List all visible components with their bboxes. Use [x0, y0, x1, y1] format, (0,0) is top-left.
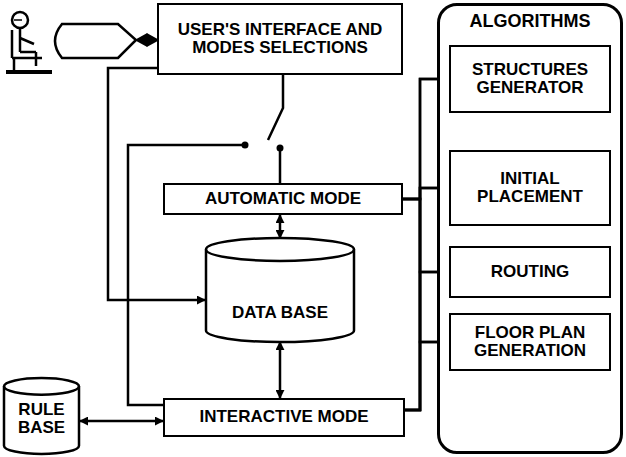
algorithm-box: STRUCTURES GENERATOR [449, 45, 611, 113]
switch-contacts [242, 142, 284, 152]
connector [279, 342, 282, 398]
connector [279, 215, 282, 238]
node-label: USER'S INTERFACE AND MODES SELECTIONS [159, 19, 401, 60]
node-label: ROUTING [485, 261, 575, 283]
node-label: ALGORITHMS [464, 6, 597, 33]
node-label: INTERACTIVE MODE [193, 406, 374, 428]
double-arrow [137, 35, 157, 45]
connector [268, 75, 283, 183]
rulebase-cylinder: RULE BASE [3, 378, 80, 454]
node-label: INITIAL PLACEMENT [451, 168, 609, 209]
mode-box: AUTOMATIC MODE [163, 183, 403, 215]
algorithm-box: INITIAL PLACEMENT [449, 150, 611, 226]
cylinder-outline [205, 238, 355, 342]
node-label: STRUCTURES GENERATOR [451, 59, 609, 100]
node-label: RULE BASE [3, 399, 80, 440]
mode-box: INTERACTIVE MODE [163, 398, 405, 437]
user-figure [6, 12, 52, 72]
algorithm-box: FLOOR PLAN GENERATION [449, 313, 611, 371]
node-label: AUTOMATIC MODE [199, 188, 367, 210]
algorithms-group: ALGORITHMS STRUCTURES GENERATOR INITIAL PL… [437, 3, 623, 454]
node-label: DATA BASE [226, 302, 334, 324]
database-cylinder: DATA BASE [205, 238, 355, 342]
interface-box: USER'S INTERFACE AND MODES SELECTIONS [157, 3, 403, 75]
node-label: FLOOR PLAN GENERATION [451, 322, 609, 363]
connector [80, 420, 163, 423]
algorithm-box: ROUTING [449, 246, 611, 298]
view-cone [55, 24, 136, 58]
